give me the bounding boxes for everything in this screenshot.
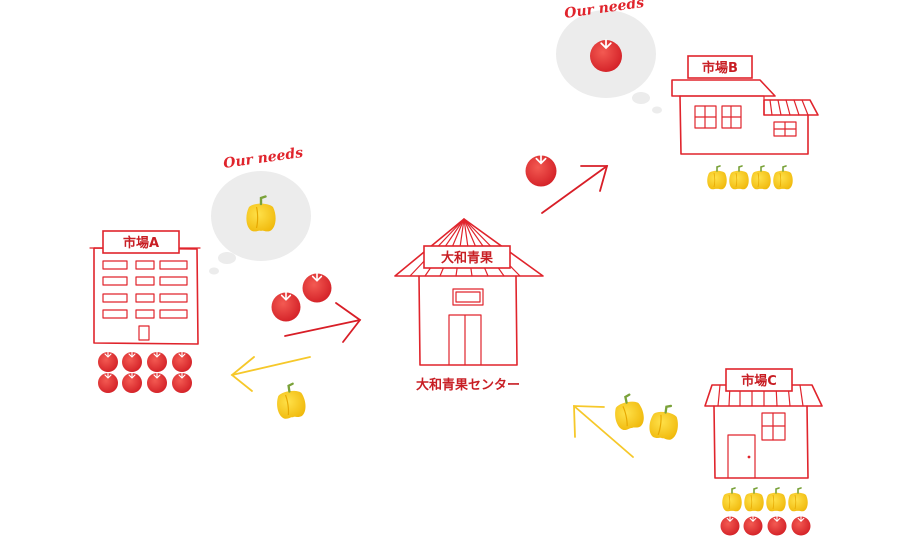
bell-pepper-icon <box>787 487 809 513</box>
market-c: 市場C <box>704 368 823 537</box>
tomato-icon <box>766 515 788 537</box>
tomato-icon <box>171 372 193 394</box>
tomato-icon <box>121 351 143 373</box>
tomato-icon <box>524 154 558 188</box>
bell-pepper-icon <box>750 165 772 191</box>
market-c-stock <box>719 487 812 537</box>
tomato-icon <box>97 372 119 394</box>
arrow-left-icon <box>230 356 311 392</box>
bell-pepper-icon <box>273 381 309 421</box>
market-c-sign: 市場C <box>741 373 777 389</box>
tomato-icon <box>146 372 168 394</box>
thought-bubble-b <box>556 10 662 114</box>
center-caption: 大和青果センター <box>416 377 520 393</box>
shop-building-icon: 市場C <box>704 368 823 479</box>
flow-c-to-center <box>573 391 682 458</box>
tomato-icon <box>742 515 764 537</box>
yamato-seika-center: 大和青果 大和青果センター <box>394 218 544 393</box>
center-sign: 大和青果 <box>441 250 493 266</box>
needs-label-a: Our needs <box>222 145 304 172</box>
tomato-icon <box>589 39 623 73</box>
arrow-right-icon <box>284 302 362 343</box>
bell-pepper-icon <box>772 165 794 191</box>
market-a-tomato-stock <box>97 351 193 394</box>
bell-pepper-icon <box>706 165 728 191</box>
market-a-sign: 市場A <box>123 235 159 251</box>
flow-a-to-center <box>270 272 362 343</box>
tomato-icon <box>121 372 143 394</box>
flow-center-to-b <box>524 154 609 214</box>
bell-pepper-icon <box>610 391 648 433</box>
market-b-pepper-stock <box>706 165 794 191</box>
tomato-icon <box>790 515 812 537</box>
shop-building-icon: 市場B <box>671 55 819 155</box>
tomato-icon <box>146 351 168 373</box>
warehouse-icon: 大和青果 <box>394 218 544 366</box>
market-a: Our needs 市場A <box>89 145 311 394</box>
office-building-icon: 市場A <box>89 230 201 345</box>
arrow-up-left-icon <box>573 405 634 458</box>
bell-pepper-icon <box>728 165 750 191</box>
bell-pepper-icon <box>765 487 787 513</box>
bell-pepper-icon <box>721 487 743 513</box>
tomato-icon <box>719 515 741 537</box>
market-b: Our needs 市場B <box>556 0 819 191</box>
tomato-icon <box>171 351 193 373</box>
tomato-icon <box>301 272 333 304</box>
bell-pepper-icon <box>646 402 682 442</box>
bell-pepper-icon <box>743 487 765 513</box>
arrow-up-right-icon <box>541 165 609 214</box>
market-b-sign: 市場B <box>702 60 738 76</box>
tomato-icon <box>270 291 302 323</box>
tomato-icon <box>97 351 119 373</box>
flow-center-to-a <box>230 356 311 421</box>
thought-bubble-a <box>209 171 311 275</box>
